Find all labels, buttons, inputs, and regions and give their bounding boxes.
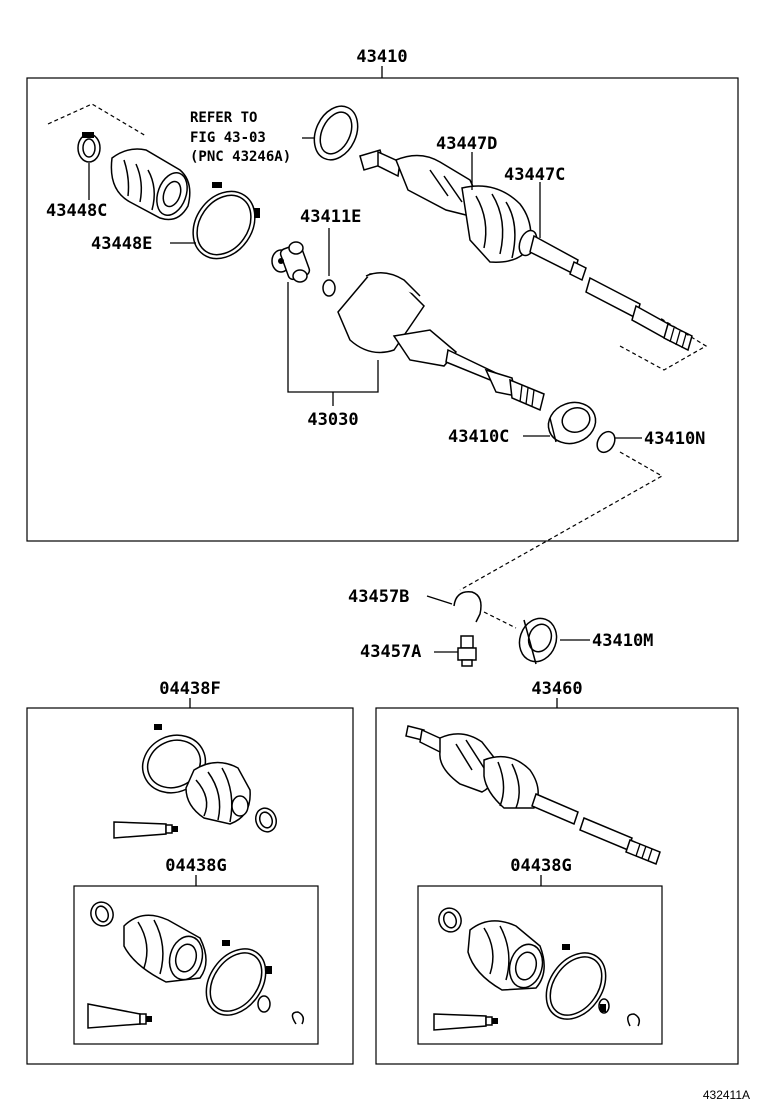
- kit-left-inner-clamp-small: [90, 901, 114, 927]
- dust-seal: [518, 617, 558, 665]
- kit-left-clamp-small: [254, 807, 278, 833]
- snap-ring-43411E: [322, 279, 336, 297]
- large-clamp: [192, 182, 260, 260]
- main-assembly-part-number[interactable]: 43410: [356, 47, 407, 67]
- boot-kit-left-group: 04438F 04438G: [26, 679, 354, 1065]
- snap-ring-43410N: [596, 430, 616, 454]
- kit-left-grease-tube: [113, 821, 178, 839]
- right-inner-clamp-small: [438, 907, 462, 933]
- outboard-shaft: [359, 149, 693, 352]
- label-43457A[interactable]: 43457A: [360, 642, 421, 662]
- refer-note-line3: (PNC 43246A): [190, 149, 291, 165]
- boot-kit-left-box: [26, 707, 354, 1065]
- right-inner-snap-ring: [598, 998, 610, 1014]
- refer-note-line2[interactable]: FIG 43-03: [190, 130, 266, 146]
- shaft-right-inner-part-number[interactable]: 04438G: [510, 856, 571, 876]
- right-shaft-assembly: [405, 725, 661, 865]
- right-inner-grease-tube: [433, 1013, 498, 1031]
- shaft-right-group: 43460 04438G: [375, 679, 739, 1065]
- label-43457B[interactable]: 43457B: [348, 587, 409, 607]
- shaft-right-inner-box: [417, 885, 663, 1045]
- middle-parts-group: 43457B 43457A 43410M: [348, 451, 664, 667]
- boot-kit-left-part-number[interactable]: 04438F: [159, 679, 220, 699]
- middle-dashed-line: [459, 451, 664, 591]
- small-clamp: [77, 132, 101, 163]
- inboard-boot: [110, 148, 191, 221]
- figure-code: 432411A: [703, 1088, 750, 1102]
- hole-snap-ring: [453, 591, 482, 623]
- label-43448E[interactable]: 43448E: [91, 234, 152, 254]
- hole-snap-ring-leader: [426, 595, 453, 605]
- outboard-ring: [313, 105, 359, 161]
- kit-left-inner-part-number[interactable]: 04438G: [165, 856, 226, 876]
- label-43448C[interactable]: 43448C: [46, 201, 107, 221]
- bearing: [547, 401, 597, 445]
- label-43410C[interactable]: 43410C: [448, 427, 509, 447]
- kit-left-inner-circlip: [291, 1011, 305, 1025]
- label-43411E[interactable]: 43411E: [300, 207, 361, 227]
- label-43410N[interactable]: 43410N: [644, 429, 705, 449]
- right-inner-boot: [467, 920, 545, 991]
- inboard-joint-housing: [337, 272, 545, 412]
- kit-left-inner-boot: [123, 914, 207, 983]
- shaft-right-part-number[interactable]: 43460: [531, 679, 582, 699]
- kit-left-inner-snap-ring: [257, 995, 271, 1013]
- kit-left-inner-grease-tube: [87, 1003, 152, 1029]
- bolt: [457, 635, 477, 667]
- kit-left-inner-clamp-large: [205, 940, 272, 1016]
- kit-left-inner-box: [73, 885, 319, 1045]
- label-43410M[interactable]: 43410M: [592, 631, 653, 651]
- refer-note-line1: REFER TO: [190, 110, 257, 126]
- tripod-joint: [271, 241, 311, 283]
- label-43447C[interactable]: 43447C: [504, 165, 565, 185]
- main-assembly-box: [26, 77, 739, 542]
- right-inner-circlip: [627, 1013, 641, 1027]
- bracket-dashed-line: [47, 103, 147, 137]
- label-43447D[interactable]: 43447D: [436, 134, 497, 154]
- right-inner-clamp-large: [545, 944, 607, 1020]
- label-43030[interactable]: 43030: [307, 410, 358, 430]
- seal-dashed-line: [483, 611, 517, 629]
- shaft-right-box: [375, 707, 739, 1065]
- kit-left-boot: [185, 761, 251, 825]
- main-assembly-group: 43410 REFER TO FIG 43-03 (PNC 43246A) 43…: [26, 47, 739, 542]
